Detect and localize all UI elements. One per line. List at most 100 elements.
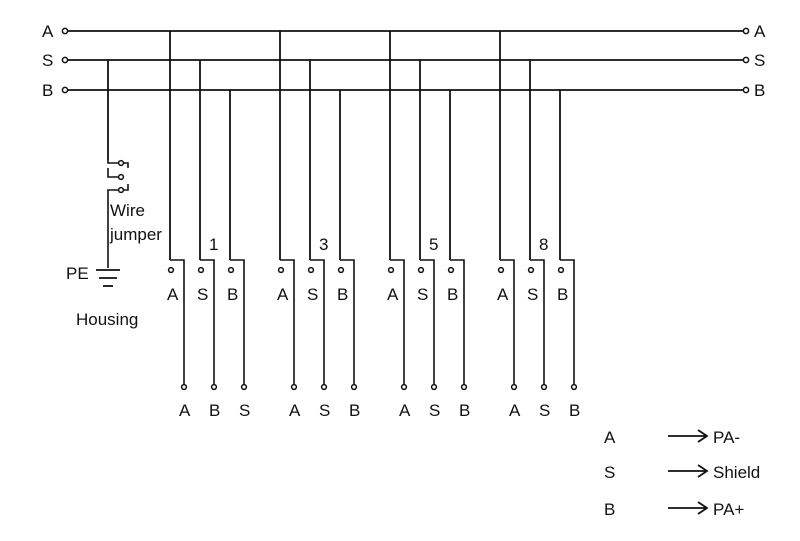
tap-wire (390, 259, 405, 387)
tap-wire (310, 259, 325, 387)
housing-label: Housing (76, 310, 138, 329)
legend-row-a: A PA- (604, 428, 740, 447)
device-top-label: A (277, 285, 289, 304)
bus-terminal-right-s (742, 56, 750, 64)
device-bottom-label: A (179, 401, 191, 420)
tap-terminal-top (497, 266, 505, 274)
bus-terminal-right-b (742, 86, 750, 94)
legend-key-b: B (604, 500, 615, 519)
device-number: 1 (209, 235, 218, 254)
device-top-label: A (497, 285, 509, 304)
tap-terminal-bottom (540, 383, 548, 391)
tap-wire (500, 259, 515, 387)
device-bottom-label: S (539, 401, 550, 420)
bus-terminal-right-a (742, 27, 750, 35)
bus-right-label-b: B (754, 81, 765, 100)
legend-key-a: A (604, 428, 616, 447)
device-bottom-label: A (289, 401, 301, 420)
pe-label: PE (66, 264, 89, 283)
bus-terminal-left-s (61, 56, 69, 64)
tap-wire (560, 259, 575, 387)
tap-terminal-top (167, 266, 175, 274)
tap-terminal-bottom (210, 383, 218, 391)
device-bottom-label: A (509, 401, 521, 420)
bus-lines (61, 27, 750, 94)
tap-terminal-bottom (320, 383, 328, 391)
device-top-label: B (557, 285, 568, 304)
legend-value-shield: Shield (713, 463, 760, 482)
legend-value-pa-plus: PA+ (713, 500, 744, 519)
bus-labels: A S B A S B (42, 22, 766, 100)
legend-key-s: S (604, 463, 615, 482)
tap-wire (340, 259, 355, 387)
tap-terminal-bottom (570, 383, 578, 391)
jumper-bottom-bracket (124, 184, 129, 191)
tap-terminal-top (527, 266, 535, 274)
tap-terminal-bottom (350, 383, 358, 391)
housing-section: Wire jumper PE Housing (66, 60, 162, 329)
jumper-terminal-3 (117, 186, 125, 194)
tap-wire (530, 259, 545, 387)
tap-wire (200, 259, 215, 387)
tap-terminal-top (557, 266, 565, 274)
legend-row-s: S Shield (604, 463, 760, 482)
device-bottom-label: S (319, 401, 330, 420)
tap-terminal-top (417, 266, 425, 274)
wire-jumper-label-line2: jumper (109, 225, 162, 244)
tap-terminal-top (387, 266, 395, 274)
device-bottom-label: B (569, 401, 580, 420)
tap-terminal-bottom (180, 383, 188, 391)
device-bottom-label: A (399, 401, 411, 420)
device-bottom-label: S (239, 401, 250, 420)
device-top-label: S (307, 285, 318, 304)
bus-left-label-s: S (42, 51, 53, 70)
device-top-label: S (417, 285, 428, 304)
jumper-to-ground-wire (107, 189, 118, 268)
device-bottom-label: B (459, 401, 470, 420)
device-bottom-label: B (349, 401, 360, 420)
tap-terminal-top (197, 266, 205, 274)
tap-terminal-top (307, 266, 315, 274)
device-number: 8 (539, 235, 548, 254)
legend-row-b: B PA+ (604, 500, 744, 519)
device-bottom-label: B (209, 401, 220, 420)
tap-terminal-top (277, 266, 285, 274)
device-top-label: B (447, 285, 458, 304)
bus-terminal-left-b (61, 86, 69, 94)
legend-value-pa-minus: PA- (713, 428, 740, 447)
device-top-label: S (527, 285, 538, 304)
device-bottom-label: S (429, 401, 440, 420)
device-number: 5 (429, 235, 438, 254)
bus-terminal-left-a (61, 27, 69, 35)
tap-wire (420, 259, 435, 387)
arrow-right-icon (668, 464, 709, 478)
tap-wire (230, 259, 245, 387)
tap-wire (280, 259, 295, 387)
legend: A PA- S Shield B PA+ (604, 428, 760, 519)
tap-wire (450, 259, 465, 387)
tap-terminal-bottom (400, 383, 408, 391)
tap-terminal-bottom (290, 383, 298, 391)
ground-icon (96, 269, 120, 287)
device-top-label: S (197, 285, 208, 304)
jumper-mid-wire (107, 168, 118, 178)
jumper-top-bracket (124, 162, 129, 168)
bus-left-label-b: B (42, 81, 53, 100)
tap-terminal-top (447, 266, 455, 274)
jumper-top-wire (107, 160, 118, 164)
device-number: 3 (319, 235, 328, 254)
bus-right-label-a: A (754, 22, 766, 41)
jumper-terminal-2 (117, 173, 125, 181)
tap-terminal-bottom (240, 383, 248, 391)
arrow-right-icon (668, 501, 709, 515)
tap-terminal-bottom (510, 383, 518, 391)
device-top-label: B (227, 285, 238, 304)
wire-jumper-label-line1: Wire (110, 201, 145, 220)
bus-left-label-a: A (42, 22, 54, 41)
